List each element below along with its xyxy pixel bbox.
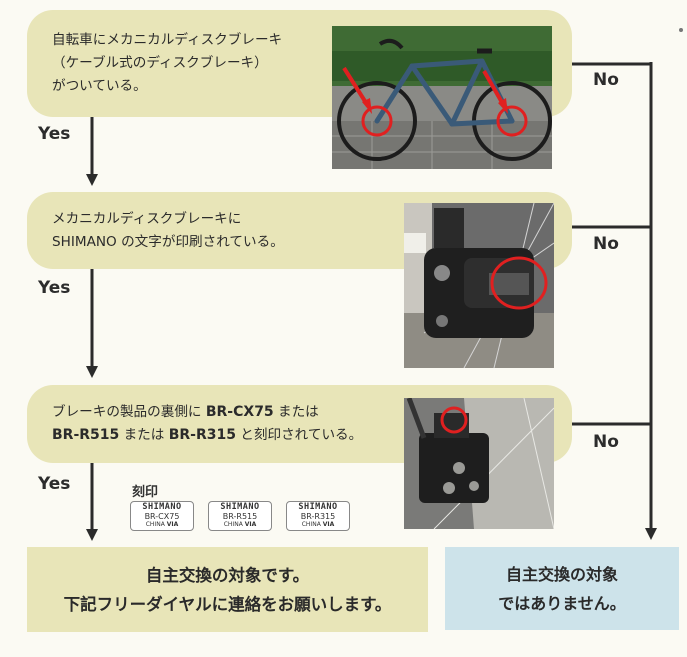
stamp-origin: CHINA VIA xyxy=(209,521,271,528)
no-label-3: No xyxy=(593,432,619,452)
stamp-brand: SHIMANO xyxy=(220,502,260,512)
question-1-line-1: 自転車にメカニカルディスクブレーキ xyxy=(52,32,283,48)
stamp-origin-via: VIA xyxy=(244,521,257,528)
question-1-line-3: がついている。 xyxy=(52,78,147,94)
no-label-2: No xyxy=(593,234,619,254)
stamp-origin-via: VIA xyxy=(166,521,179,528)
result-not-eligible-line-2: ではありません。 xyxy=(498,593,626,613)
result-eligible-line-2: 下記フリーダイヤルに連絡をお願いします。 xyxy=(63,594,392,614)
no-label-1: No xyxy=(593,70,619,90)
stamp-model: BR-CX75 xyxy=(144,512,180,521)
bicycle-photo xyxy=(332,26,552,169)
stamp-brand: SHIMANO xyxy=(142,502,182,512)
stamp-model: BR-R315 xyxy=(300,512,336,521)
yes-label-2: Yes xyxy=(38,278,71,298)
result-not-eligible-line-1: 自主交換の対象 xyxy=(505,564,618,584)
q3-text-c: または xyxy=(119,427,169,443)
yes-label-1: Yes xyxy=(38,124,71,144)
stamp-model: BR-R515 xyxy=(222,512,258,521)
caliper-stamp-photo xyxy=(404,398,554,529)
q3-model-r315: BR-R315 xyxy=(168,427,236,443)
caliper-print-photo xyxy=(404,203,554,368)
stamp-brand: SHIMANO xyxy=(298,502,338,512)
question-3-line-2: BR-R515 または BR-R315 と刻印されている。 xyxy=(52,424,572,447)
q3-text-a: ブレーキの製品の裏側に xyxy=(52,404,206,420)
q3-text-d: と刻印されている。 xyxy=(235,427,363,443)
yes-label-3: Yes xyxy=(38,474,71,494)
stamp-origin-country: CHINA xyxy=(145,521,165,528)
stamp-origin: CHINA VIA xyxy=(287,521,349,528)
stamp-sample-cx75: SHIMANO BR-CX75 CHINA VIA xyxy=(130,501,194,531)
stamp-sample-r315: SHIMANO BR-R315 CHINA VIA xyxy=(286,501,350,531)
stamp-sample-r515: SHIMANO BR-R515 CHINA VIA xyxy=(208,501,272,531)
q3-text-b: または xyxy=(273,404,319,420)
q3-model-r515: BR-R515 xyxy=(52,427,120,443)
result-eligible-box: 自主交換の対象です。 下記フリーダイヤルに連絡をお願いします。 xyxy=(27,547,428,632)
stamp-origin-country: CHINA xyxy=(301,521,321,528)
q3-model-cx75: BR-CX75 xyxy=(205,404,274,420)
question-2-line-2: SHIMANO の文字が印刷されている。 xyxy=(52,233,284,250)
question-2-line-1: メカニカルディスクブレーキに xyxy=(52,210,242,227)
stamp-label: 刻印 xyxy=(132,485,159,500)
stamp-origin-via: VIA xyxy=(322,521,335,528)
question-3-line-1: ブレーキの製品の裏側に BR-CX75 または xyxy=(52,401,572,424)
stamp-origin-country: CHINA xyxy=(223,521,243,528)
stamp-origin: CHINA VIA xyxy=(131,521,193,528)
bullet-dot xyxy=(679,28,683,32)
result-eligible-line-1: 自主交換の対象です。 xyxy=(145,565,310,585)
result-not-eligible-box: 自主交換の対象 ではありません。 xyxy=(445,547,679,630)
question-1-line-2: （ケーブル式のディスクブレーキ） xyxy=(52,55,268,71)
